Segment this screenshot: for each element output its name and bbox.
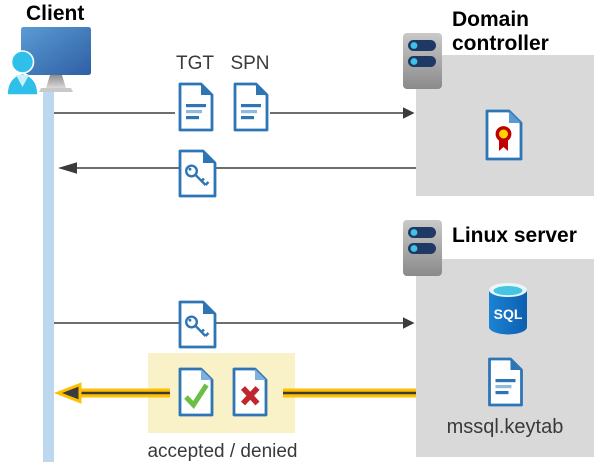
sql-database-icon: SQL (489, 283, 527, 335)
response-highlight-box (148, 353, 295, 433)
arrow-ticket-reply (58, 162, 416, 174)
client-lifeline (43, 88, 54, 462)
key-document-icon (178, 149, 217, 198)
domain-controller-label: Domain controller (452, 8, 549, 56)
arrow-present-ticket (54, 317, 415, 329)
accepted-denied-label: accepted / denied (147, 441, 298, 462)
arrow-tgt-spn-request (54, 107, 415, 119)
spn-document-icon (233, 82, 269, 132)
denied-document-icon (232, 367, 268, 417)
domain-controller-server-icon (403, 33, 442, 89)
tgt-label: TGT (176, 53, 214, 74)
keytab-document-icon (488, 357, 523, 407)
sql-text: SQL (494, 306, 523, 322)
linux-server-label: Linux server (452, 224, 577, 247)
certificate-icon (485, 109, 523, 161)
accepted-document-icon (178, 367, 214, 417)
arrow-accept-deny-response (53, 382, 416, 404)
tgt-document-icon (178, 82, 214, 132)
linux-server-icon (403, 220, 442, 276)
key-document-icon (178, 300, 217, 349)
keytab-label: mssql.keytab (446, 416, 564, 438)
client-icon (6, 27, 91, 96)
spn-label: SPN (230, 53, 270, 74)
client-label: Client (26, 2, 85, 25)
